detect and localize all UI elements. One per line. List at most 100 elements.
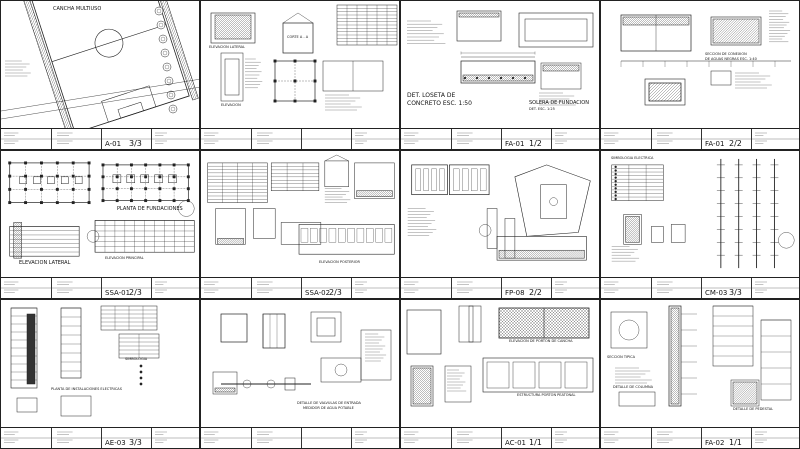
sheet-number: 3/3: [729, 288, 742, 297]
sheet-drawing: [8, 161, 195, 259]
title-block-divider: [351, 129, 352, 149]
drawing-label: ELEVACION POSTERIOR: [319, 260, 360, 264]
sheet-code: SSA-01: [105, 289, 131, 297]
title-block-divider: [451, 129, 452, 149]
title-block-divider: [301, 129, 302, 149]
title-block-divider: [701, 278, 702, 298]
drawing-label: ELEVACION LATERAL: [209, 45, 245, 49]
drawing-label: MEDIDOR DE AGUA POTABLE: [303, 406, 354, 410]
sheet-drawing: [407, 10, 594, 106]
drawing-sheet-12: SECCION TIPICA DETALLE DE COLUMNA DETALLE …: [600, 299, 800, 449]
title-block-divider: [51, 129, 52, 149]
title-block-divider: [51, 428, 52, 448]
title-block-divider: [651, 278, 652, 298]
sheet-number: 2/2: [729, 139, 742, 148]
drawing-label: DET. ESC. 1:25: [529, 107, 555, 111]
title-block: FA-01 1/2: [401, 128, 599, 149]
sheet-drawing: [1, 1, 199, 131]
drawing-label: SIMBOLOGIA ELECTRICA: [611, 156, 654, 160]
title-block-divider: [51, 278, 52, 298]
drawing-label: SECCION TIPICA: [607, 355, 635, 359]
title-block-divider: [501, 278, 502, 298]
drawing-label: CORTE A - A: [287, 35, 309, 39]
sheet-drawing: [610, 305, 792, 407]
sheet-number: 2/3: [129, 288, 142, 297]
drawing-label: ELEVACION PRINCIPAL: [105, 256, 144, 260]
title-block-divider: [101, 428, 102, 448]
sheet-drawing: [212, 311, 392, 395]
title-block-divider: [351, 278, 352, 298]
title-block-divider: [751, 428, 752, 448]
drawing-label: ELEVACION: [221, 103, 241, 107]
drawing-label: CONCRETO ESC. 1:50: [407, 100, 472, 107]
title-block-divider: [451, 428, 452, 448]
title-block-divider: [651, 129, 652, 149]
title-block-divider: [701, 129, 702, 149]
title-block-divider: [251, 278, 252, 298]
drawing-sheet-2: ELEVACION LATERAL CORTE A - A ELEVACION: [200, 0, 400, 150]
sheet-code: A-01: [105, 140, 122, 148]
drawing-label: ELEVACION LATERAL: [19, 260, 71, 266]
drawing-label: PLANTA DE FUNDACIONES: [117, 206, 183, 212]
sheet-drawing: [207, 154, 395, 255]
drawing-label: DETALLE DE PEDESTAL: [733, 407, 774, 411]
title-block-divider: [351, 428, 352, 448]
title-block: [201, 128, 399, 149]
sheet-number: 1/2: [529, 139, 542, 148]
drawing-label: SIMBOLOGIA: [125, 357, 148, 361]
title-block-divider: [101, 278, 102, 298]
title-block-divider: [151, 428, 152, 448]
drawing-label: ESTRUCTURA PORTON PEATONAL: [517, 393, 576, 397]
sheet-drawing: [611, 158, 795, 269]
sheet-code: FA-01: [505, 140, 525, 148]
sheet-number: 1/1: [729, 438, 742, 447]
drawing-sheet-5: PLANTA DE FUNDACIONES ELEVACION LATERAL EL…: [0, 150, 200, 299]
drawing-label: SOLERA DE FUNDACION: [529, 100, 589, 106]
sheet-number: 3/3: [129, 139, 142, 148]
title-block-divider: [551, 278, 552, 298]
title-block-divider: [751, 278, 752, 298]
sheet-drawing: [210, 4, 398, 111]
title-block-divider: [651, 428, 652, 448]
sheet-drawing: [406, 305, 594, 407]
title-block-divider: [301, 278, 302, 298]
title-block: FA-02 1/1: [601, 427, 799, 448]
sheet-code: FA-02: [705, 439, 725, 447]
title-block: A-01 3/3: [1, 128, 199, 149]
sheet-code: SSA-02: [305, 289, 331, 297]
drawing-sheet-11: ELEVACION DE PORTON DE CANCHA ESTRUCTURA …: [400, 299, 600, 449]
drawing-label: DETALLE DE COLUMNA: [613, 385, 653, 389]
sheet-code: AC-01: [505, 439, 526, 447]
sheet-code: CM-03: [705, 289, 728, 297]
title-block-divider: [251, 129, 252, 149]
title-block-divider: [501, 129, 502, 149]
sheet-code: AE-03: [105, 439, 126, 447]
title-block-divider: [501, 428, 502, 448]
sheet-number: 3/3: [129, 438, 142, 447]
drawing-sheet-1: CANCHA MULTIUSO A-01 3/3: [0, 0, 200, 150]
drawing-label: DE AGUAS NEGRAS ESC. 1:40: [705, 57, 757, 61]
drawing-label: ELEVACION DE PORTON DE CANCHA: [509, 339, 573, 343]
title-block-divider: [301, 428, 302, 448]
drawing-label: SECCION DE CONEXION: [705, 52, 747, 56]
title-block-divider: [451, 278, 452, 298]
sheet-drawing: [620, 10, 791, 106]
title-block-divider: [151, 278, 152, 298]
drawing-label: DET. LOSETA DE: [407, 92, 456, 99]
title-block-divider: [101, 129, 102, 149]
title-block-divider: [251, 428, 252, 448]
drawing-label: CANCHA MULTIUSO: [53, 6, 102, 12]
